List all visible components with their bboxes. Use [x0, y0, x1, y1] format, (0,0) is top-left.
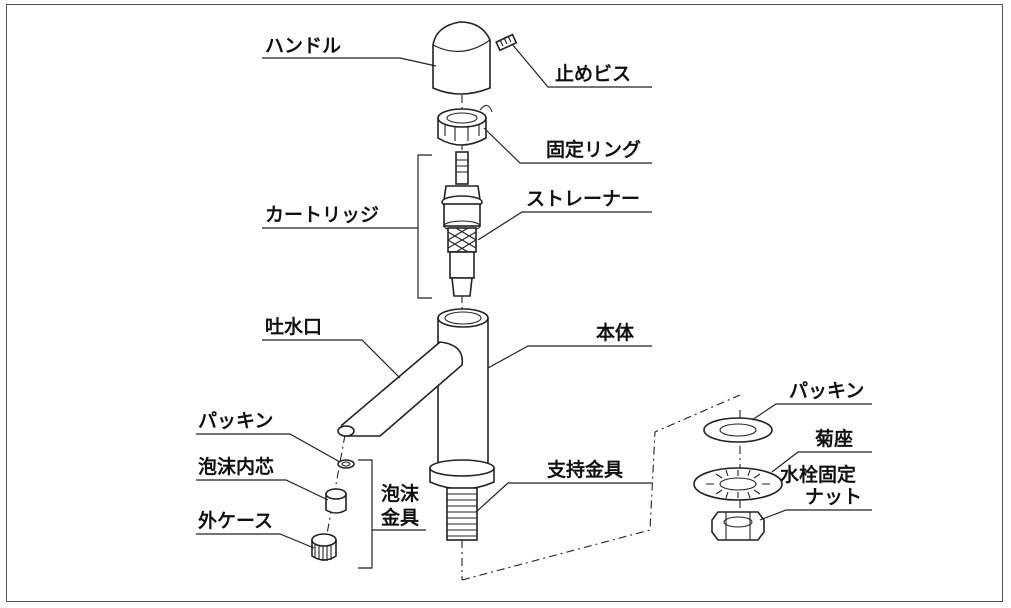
leader-spout [262, 339, 401, 379]
leader-handle [262, 57, 437, 67]
kikuza-part [693, 467, 783, 501]
label-aerator-core: 泡沫内芯 [198, 455, 274, 478]
set-screw-part [495, 33, 518, 52]
label-aerator-fitting-2: 金具 [380, 506, 419, 529]
leader-packing-left [196, 433, 341, 463]
label-spout: 吐水口 [265, 316, 322, 338]
handle-part [432, 21, 491, 95]
label-fixing-ring: 固定リング [546, 138, 641, 161]
diagram-frame [6, 4, 1003, 602]
leader-strainer [477, 211, 652, 241]
leader-aerator-core [196, 479, 329, 501]
fixing-ring-part [437, 104, 493, 146]
label-nut-2: ナット [805, 486, 862, 508]
aerator-bracket [358, 459, 373, 569]
leader-outer-case [196, 533, 315, 549]
packing-left-part [337, 459, 355, 469]
label-kikuza: 菊座 [815, 427, 853, 450]
cartridge-part [441, 151, 483, 297]
spout-part [337, 341, 464, 437]
fixing-nut-part [711, 511, 765, 541]
label-support-fitting: 支持金具 [546, 458, 623, 481]
label-aerator-fitting-1: 泡沫 [381, 482, 420, 505]
aerator-core-part [325, 488, 347, 514]
leader-kikuza [771, 451, 872, 473]
label-set-screw: 止めビス [555, 63, 631, 85]
label-strainer: ストレーナー [526, 188, 640, 210]
packing-right-part [703, 417, 773, 443]
leader-packing-right [751, 403, 872, 421]
leader-nut [759, 509, 872, 521]
label-packing-left: パッキン [198, 410, 273, 432]
leader-set-screw [511, 43, 652, 88]
label-body: 本体 [596, 321, 635, 344]
leader-body [487, 345, 652, 369]
label-nut-1: 水栓固定 [780, 463, 856, 486]
centerline-connector [461, 394, 741, 581]
outer-case-part [311, 533, 337, 561]
leader-support [475, 482, 652, 513]
label-handle: ハンドル [265, 35, 341, 57]
leader-fixing-ring [483, 127, 652, 164]
label-outer-case: 外ケース [198, 509, 273, 532]
label-cartridge: カートリッジ [265, 204, 379, 226]
label-packing-right: パッキン [789, 380, 864, 402]
cartridge-bracket [417, 154, 432, 299]
